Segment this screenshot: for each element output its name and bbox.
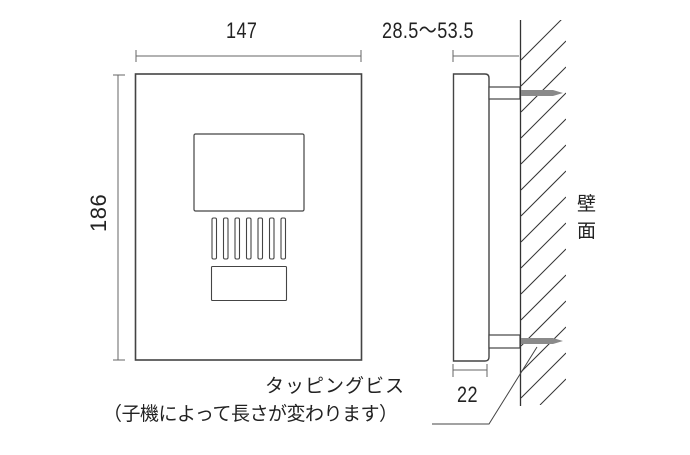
side-view: [432, 20, 566, 425]
body-depth-dimension-label: 22: [457, 382, 478, 407]
width-dimension-label: 147: [226, 18, 258, 43]
speaker-slots: [211, 217, 287, 260]
body-depth-dimension-line: [452, 364, 488, 377]
lower-standoff: [488, 334, 521, 349]
wall-label-line1: 壁: [577, 193, 597, 215]
depth-range-dimension-label: 28.5～53.5: [382, 18, 474, 43]
front-view: [113, 50, 363, 361]
lower-tapping-screw: [521, 338, 563, 344]
screw-label: タッピングビス: [265, 375, 406, 397]
front-panel: [134, 73, 363, 361]
screen-window: [193, 133, 305, 212]
screw-leader-line: [432, 346, 538, 425]
upper-tapping-screw: [521, 90, 563, 96]
wall-hatching: [521, 20, 566, 405]
height-dimension-label: 186: [86, 193, 111, 232]
width-dimension-line: [135, 50, 362, 62]
upper-standoff: [488, 86, 521, 100]
call-button-area: [210, 265, 288, 302]
depth-range-dimension-line: [452, 50, 519, 62]
screw-note: （子機によって長さが変わります）: [103, 403, 398, 425]
side-body-profile: [452, 73, 490, 362]
wall-label-line2: 面: [577, 220, 597, 242]
height-dimension-line: [113, 74, 125, 361]
